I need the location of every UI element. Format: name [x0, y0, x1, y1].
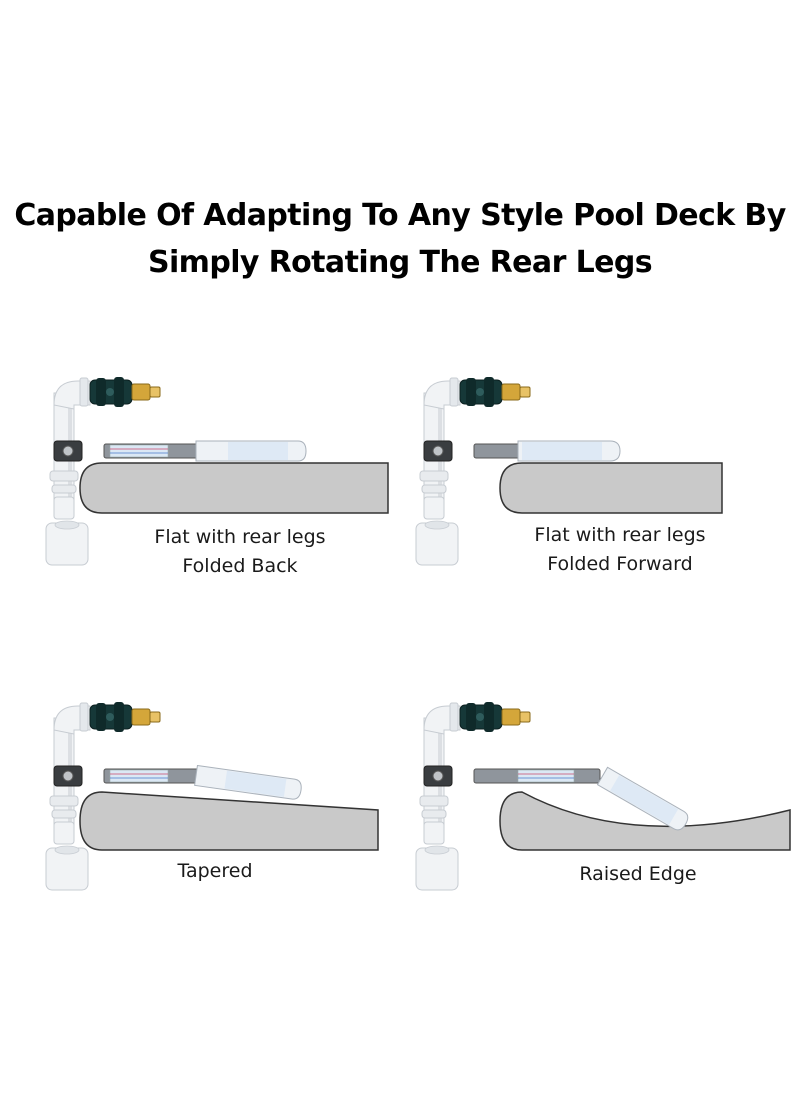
headline: Capable Of Adapting To Any Style Pool De… [0, 192, 800, 286]
brass-fitting [131, 708, 151, 726]
headline-line-2: Simply Rotating The Rear Legs [147, 245, 653, 280]
panel-tapered [40, 700, 400, 920]
pool-ladder-mount [45, 377, 161, 566]
pool-deck [79, 462, 389, 514]
caption-line-1: Tapered [177, 860, 253, 882]
pool-ladder-mount [415, 702, 531, 891]
pool-ladder-mount [45, 702, 161, 891]
caption-line-2: Folded Forward [547, 553, 693, 575]
coupling-ring [49, 795, 79, 807]
pool-deck [499, 462, 723, 514]
rear-leg-grip [103, 764, 302, 800]
caption-flat-folded-back: Flat with rear legs Folded Back [130, 523, 350, 581]
panel-flat-folded-back [40, 375, 400, 595]
caption-line-1: Flat with rear legs [534, 524, 706, 546]
rear-leg-grip [473, 766, 689, 831]
panel-raised-edge [410, 700, 791, 920]
deck-diagram-raised-edge [415, 702, 791, 891]
caption-tapered: Tapered [130, 857, 300, 886]
deck-diagram-flat-folded-back [45, 377, 389, 566]
headline-line-1: Capable Of Adapting To Any Style Pool De… [14, 198, 786, 233]
brass-fitting [501, 383, 521, 401]
caption-raised-edge: Raised Edge [528, 860, 748, 889]
coupling-ring [419, 795, 449, 807]
pool-ladder-mount [415, 377, 531, 566]
pool-deck [499, 791, 791, 851]
coupling-ring [49, 470, 79, 482]
rear-leg-grip [473, 440, 621, 462]
deck-diagram-tapered [45, 702, 379, 891]
coupling-ring [419, 470, 449, 482]
caption-flat-folded-forward: Flat with rear legs Folded Forward [510, 521, 730, 579]
deck-diagram-flat-folded-forward [415, 377, 723, 566]
caption-line-1: Raised Edge [579, 863, 697, 885]
brass-fitting [501, 708, 521, 726]
caption-line-2: Folded Back [182, 555, 298, 577]
panel-flat-folded-forward [410, 375, 770, 595]
caption-line-1: Flat with rear legs [154, 526, 326, 548]
rear-leg-grip [103, 440, 307, 462]
pool-deck [79, 791, 379, 851]
brass-fitting [131, 383, 151, 401]
